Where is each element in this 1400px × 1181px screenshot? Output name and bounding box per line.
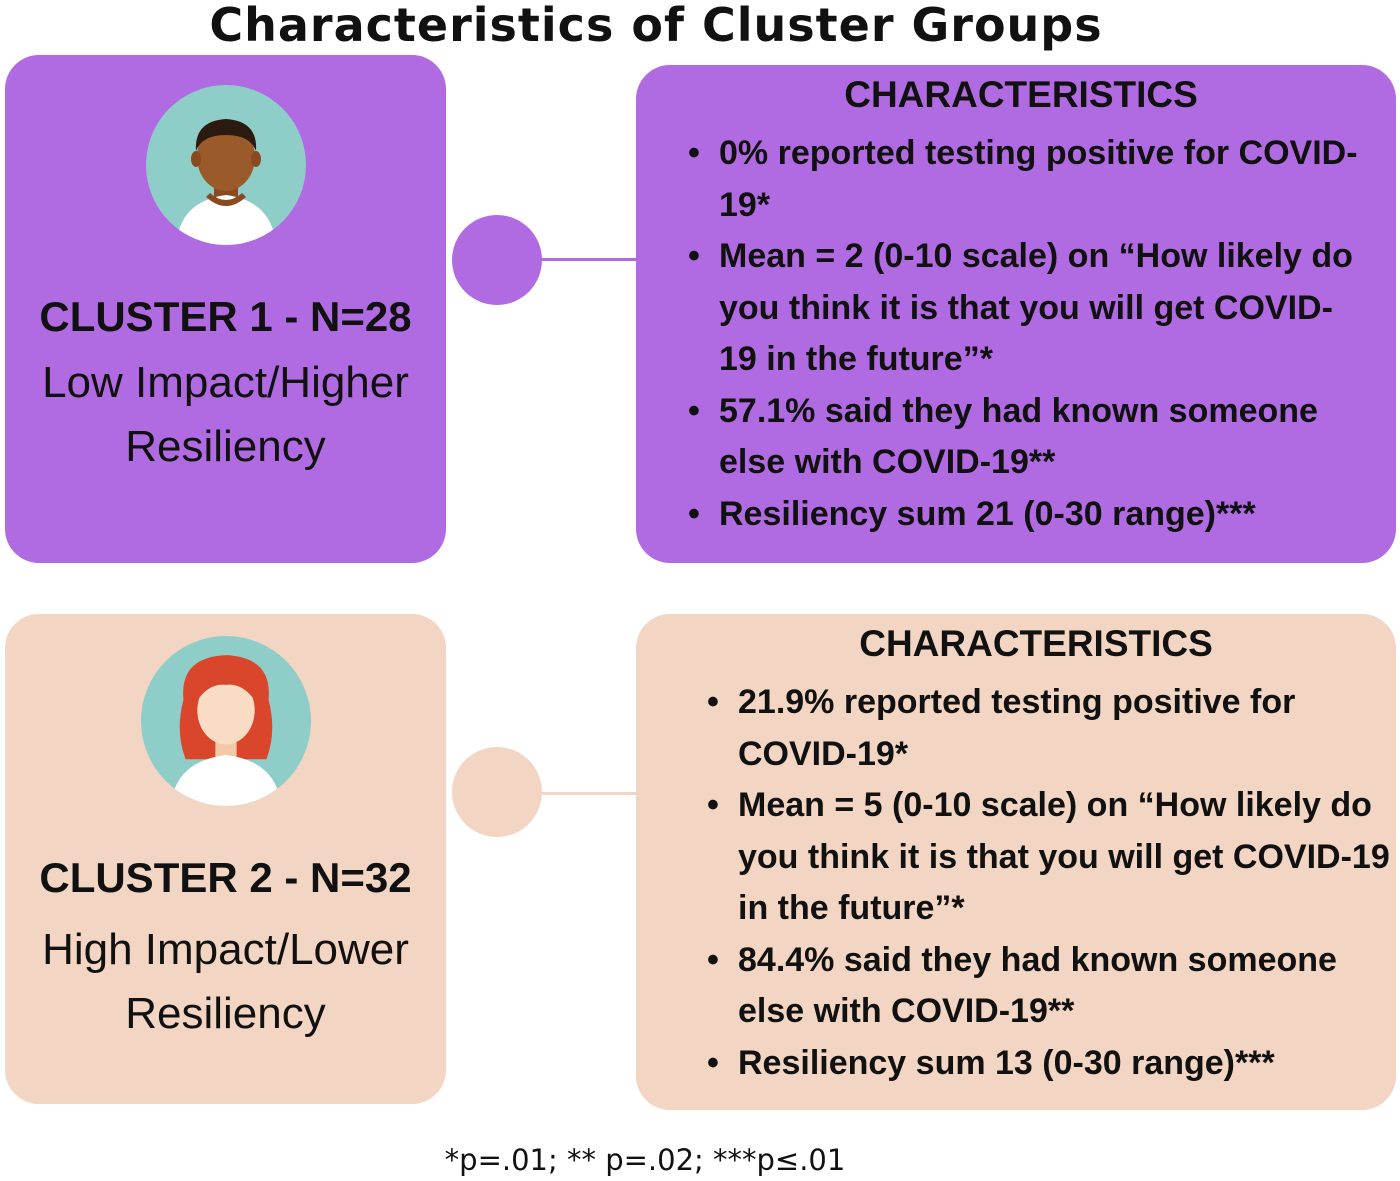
bullet-icon: • xyxy=(688,391,700,430)
page-title: Characteristics of Cluster Groups xyxy=(209,0,1103,52)
cluster-1-description-line: Low Impact/Higher xyxy=(42,358,409,407)
characteristics-heading: CHARACTERISTICS xyxy=(844,74,1198,115)
list-item: •Resiliency sum 13 (0-30 range)*** xyxy=(688,1038,1393,1090)
footnote: *p=.01; ** p=.02; ***p≤.01 xyxy=(444,1143,846,1177)
cluster-1-card: CLUSTER 1 - N=28 Low Impact/Higher Resil… xyxy=(5,55,446,563)
cluster-1-name: CLUSTER 1 - N=28 xyxy=(39,293,412,340)
cluster-1-connector-line xyxy=(520,258,638,261)
characteristics-list: •0% reported testing positive for COVID-… xyxy=(669,128,1369,540)
list-item: •Mean = 2 (0-10 scale) on “How likely do… xyxy=(669,231,1369,386)
characteristics-heading: CHARACTERISTICS xyxy=(859,623,1213,664)
bullet-icon: • xyxy=(688,134,700,172)
male-avatar-icon xyxy=(145,85,306,245)
list-item: •0% reported testing positive for COVID-… xyxy=(669,128,1369,231)
cluster-2-description-line: High Impact/Lower xyxy=(42,925,409,974)
bullet-icon: • xyxy=(688,237,700,275)
cluster-2-name: CLUSTER 2 - N=32 xyxy=(39,854,412,901)
cluster-1-description-line: Resiliency xyxy=(125,422,326,471)
list-item: •84.4% said they had known someone else … xyxy=(688,935,1393,1038)
bullet-icon: • xyxy=(688,494,700,533)
bullet-icon: • xyxy=(707,786,719,824)
cluster-1-description: Low Impact/Higher Resiliency xyxy=(15,351,436,479)
bullet-icon: • xyxy=(707,940,719,979)
cluster-1-connector-dot xyxy=(452,215,542,305)
cluster-2-description-line: Resiliency xyxy=(125,989,326,1038)
cluster-1-characteristics-card: CHARACTERISTICS •0% reported testing pos… xyxy=(636,65,1396,563)
list-item: •57.1% said they had known someone else … xyxy=(669,386,1369,489)
cluster-2-connector-dot xyxy=(452,747,542,837)
cluster-2-characteristics-card: CHARACTERISTICS •21.9% reported testing … xyxy=(636,614,1396,1110)
list-item: •Resiliency sum 21 (0-30 range)*** xyxy=(669,489,1369,541)
list-item: •21.9% reported testing positive for COV… xyxy=(688,677,1393,780)
list-item: •Mean = 5 (0-10 scale) on “How likely do… xyxy=(688,780,1393,935)
female-avatar-icon xyxy=(140,636,311,806)
cluster-2-description: High Impact/Lower Resiliency xyxy=(15,918,436,1046)
bullet-icon: • xyxy=(707,683,719,721)
cluster-2-card: CLUSTER 2 - N=32 High Impact/Lower Resil… xyxy=(5,614,446,1104)
cluster-2-connector-line xyxy=(520,792,638,795)
characteristics-list: •21.9% reported testing positive for COV… xyxy=(688,677,1393,1089)
bullet-icon: • xyxy=(707,1043,719,1082)
